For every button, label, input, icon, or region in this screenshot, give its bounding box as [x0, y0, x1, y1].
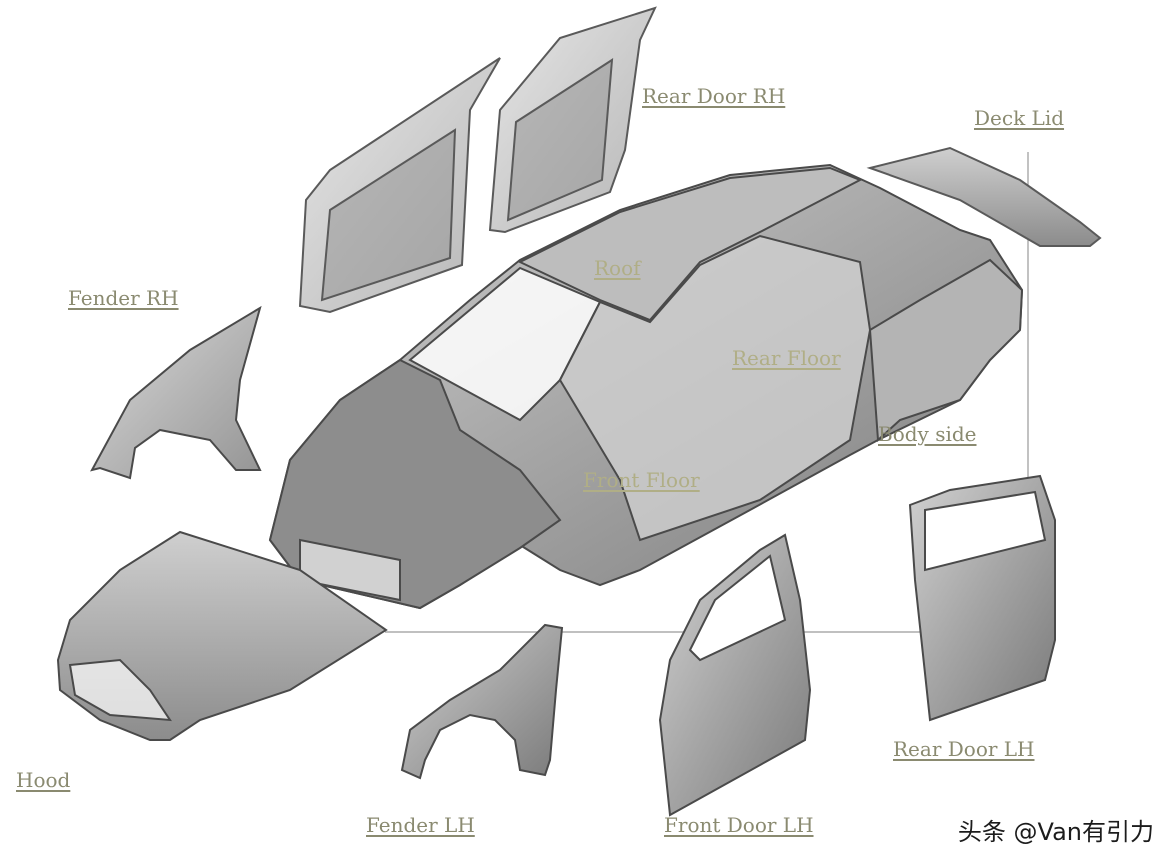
label-rear-floor: Rear Floor: [732, 346, 841, 370]
front-structure: [268, 358, 562, 610]
hood-inner-frame: [68, 658, 172, 722]
rear-quarter: [868, 258, 1024, 443]
front-door-lh-part: [658, 533, 812, 817]
label-front-floor: Front Floor: [583, 468, 700, 492]
rear-door-lh-window: [924, 490, 1047, 572]
body-in-white: [268, 163, 1024, 610]
label-body-side: Body side: [878, 422, 977, 446]
cabin-opening: [558, 234, 872, 542]
label-fender-rh: Fender RH: [68, 286, 179, 310]
label-roof: Roof: [594, 256, 641, 280]
label-deck-lid: Deck Lid: [974, 106, 1065, 130]
door-rh-inner-front: [320, 128, 457, 302]
fender-rh-part: [90, 305, 262, 480]
label-front-door-lh: Front Door LH: [664, 813, 814, 837]
radiator-support: [299, 538, 401, 602]
hood-part: [56, 530, 388, 741]
watermark-text: 头条 @Van有引力: [957, 818, 1154, 846]
front-door-lh-shell: [658, 533, 812, 817]
label-hood: Hood: [16, 768, 71, 792]
rear-door-lh-part: [908, 474, 1056, 722]
deck-lid-part: [866, 146, 1102, 247]
fender-lh-part: [400, 623, 564, 780]
rear-door-rh-part: [298, 6, 657, 314]
label-rear-door-lh: Rear Door LH: [893, 737, 1035, 761]
label-rear-door-rh: Rear Door RH: [642, 84, 786, 108]
door-rh-inner-rear: [506, 58, 614, 222]
front-door-lh-window: [688, 554, 787, 662]
label-fender-lh: Fender LH: [366, 813, 475, 837]
roof-panel: [517, 166, 863, 322]
